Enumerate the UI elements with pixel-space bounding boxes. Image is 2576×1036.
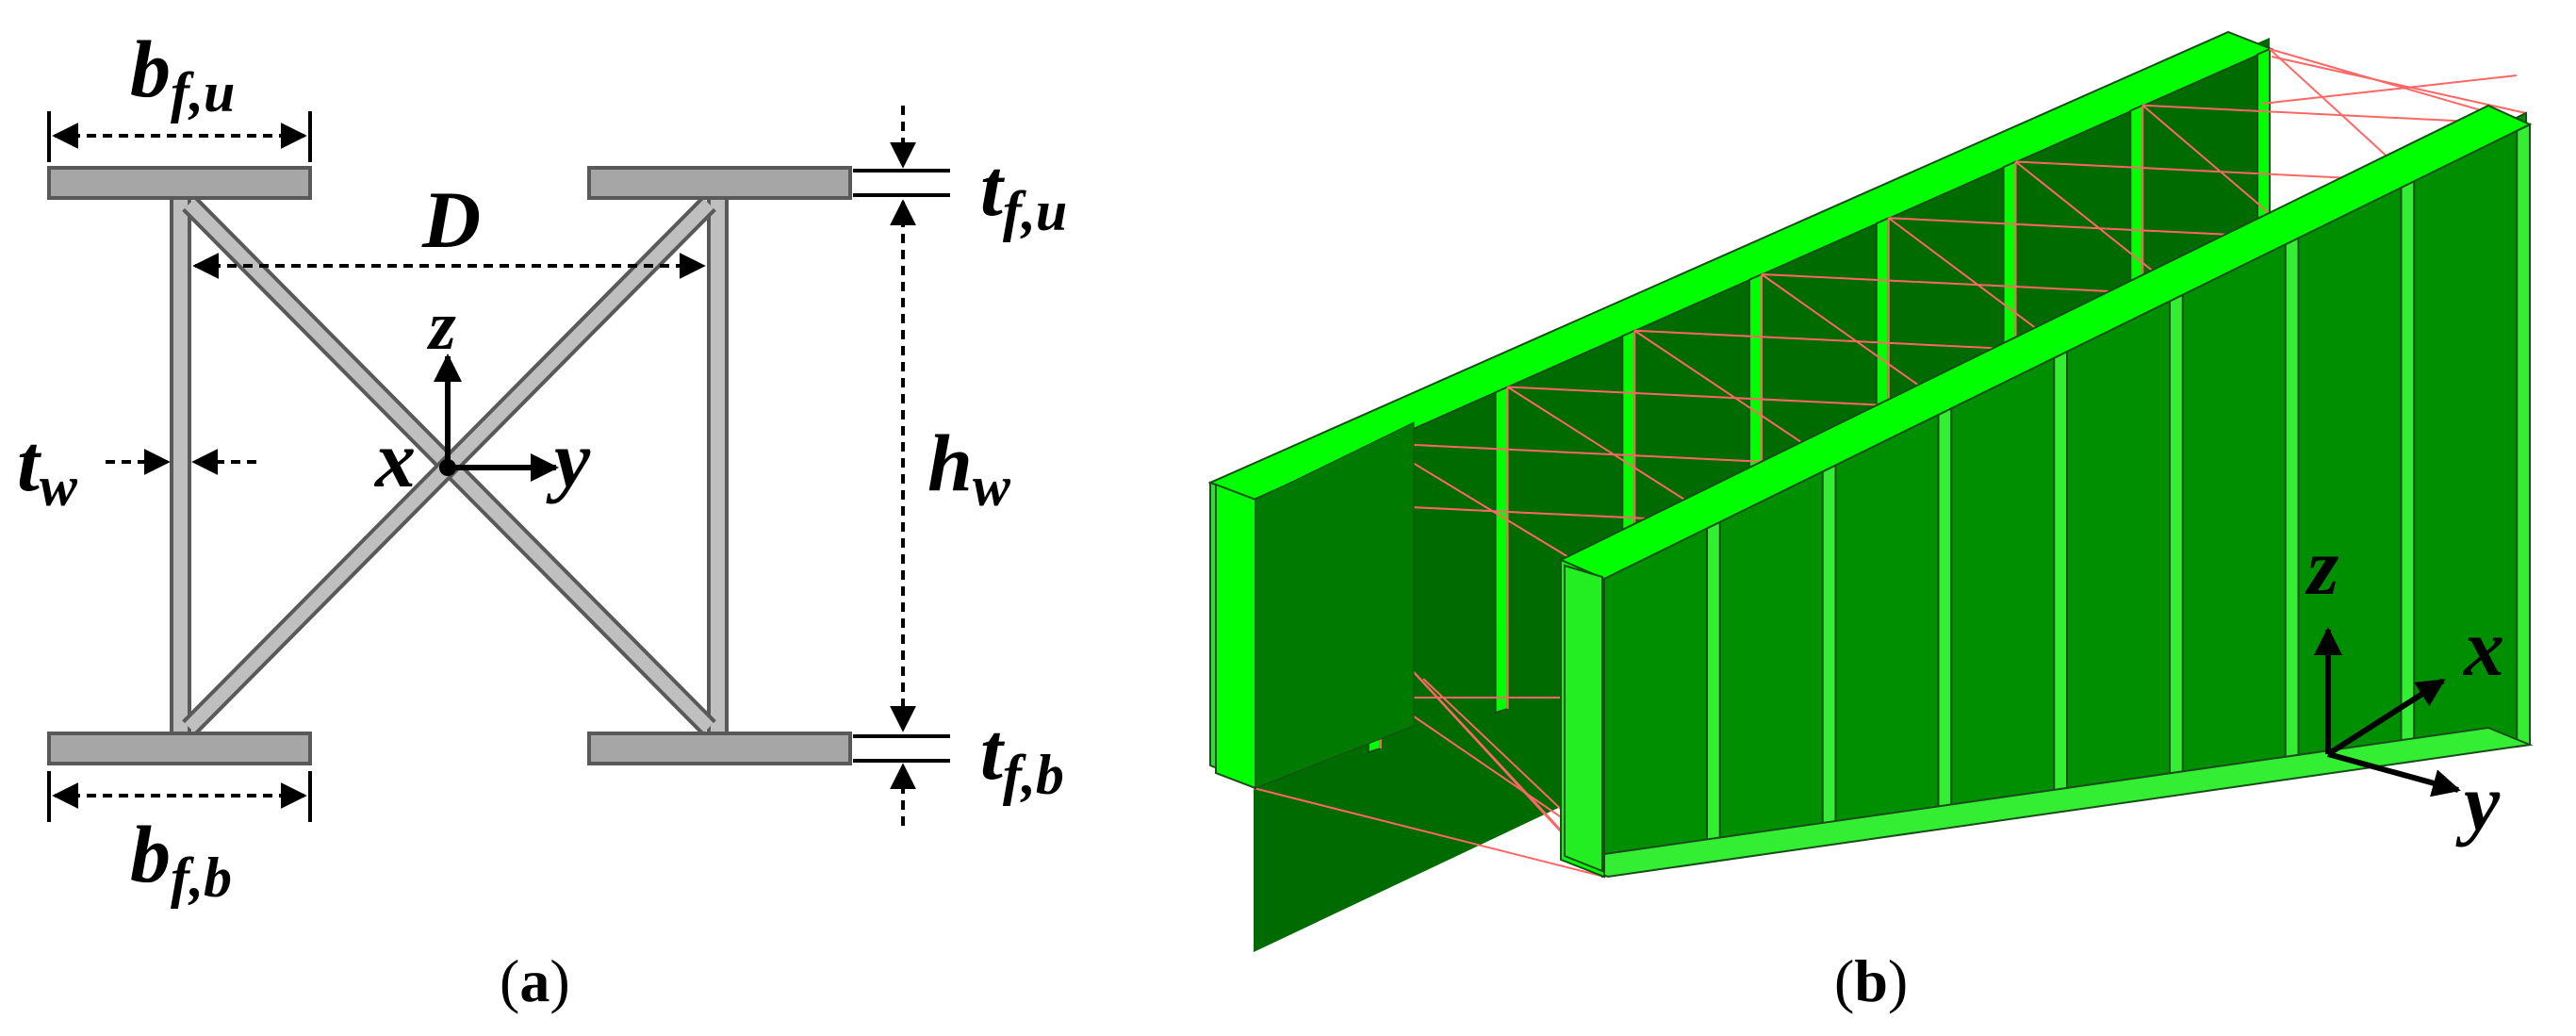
caption-b: (b) — [1834, 947, 1908, 1014]
left-web-plate — [172, 198, 189, 733]
caption-a: (a) — [500, 947, 570, 1014]
near-stiffener — [2054, 352, 2067, 813]
bfb-label: bf,b — [130, 809, 232, 909]
triad-label-x: x — [2462, 602, 2504, 693]
d-label: D — [421, 174, 481, 265]
tfb-label: tf,b — [980, 706, 1064, 806]
near-stiffener — [2170, 295, 2183, 797]
axis-label-x: x — [373, 414, 416, 504]
near-stiffener — [1939, 408, 1952, 829]
bracing-line — [2262, 75, 2517, 104]
triad-label-y: y — [2455, 757, 2501, 847]
near-stiffener — [2402, 181, 2415, 763]
upper-right-flange — [589, 168, 850, 198]
axis-label-z: z — [426, 288, 456, 365]
panel-b-3d-girder-model: z x y (b) — [1210, 32, 2530, 1014]
far-girder-end-plate — [1216, 485, 1255, 788]
far-stiffener — [1496, 387, 1508, 714]
axis-label-y: y — [546, 414, 591, 504]
tw-label: tw — [17, 418, 78, 518]
near-stiffener — [2286, 238, 2299, 780]
tfu-label: tf,u — [980, 142, 1067, 242]
near-stiffener — [2517, 124, 2530, 747]
triad-label-z: z — [2305, 521, 2339, 612]
panel-a-cross-section: bf,u bf,b D tf,u hw tf,b tw z x y — [17, 24, 1067, 1014]
hw-label: hw — [927, 418, 1011, 518]
near-stiffener — [1707, 522, 1720, 863]
lower-left-flange — [49, 733, 310, 764]
near-girder-end-face — [1565, 566, 1602, 871]
right-web-plate — [709, 198, 727, 733]
near-stiffener — [1823, 466, 1836, 846]
bfu-label: bf,u — [130, 24, 235, 123]
upper-left-flange — [49, 168, 310, 198]
lower-right-flange — [589, 733, 850, 764]
